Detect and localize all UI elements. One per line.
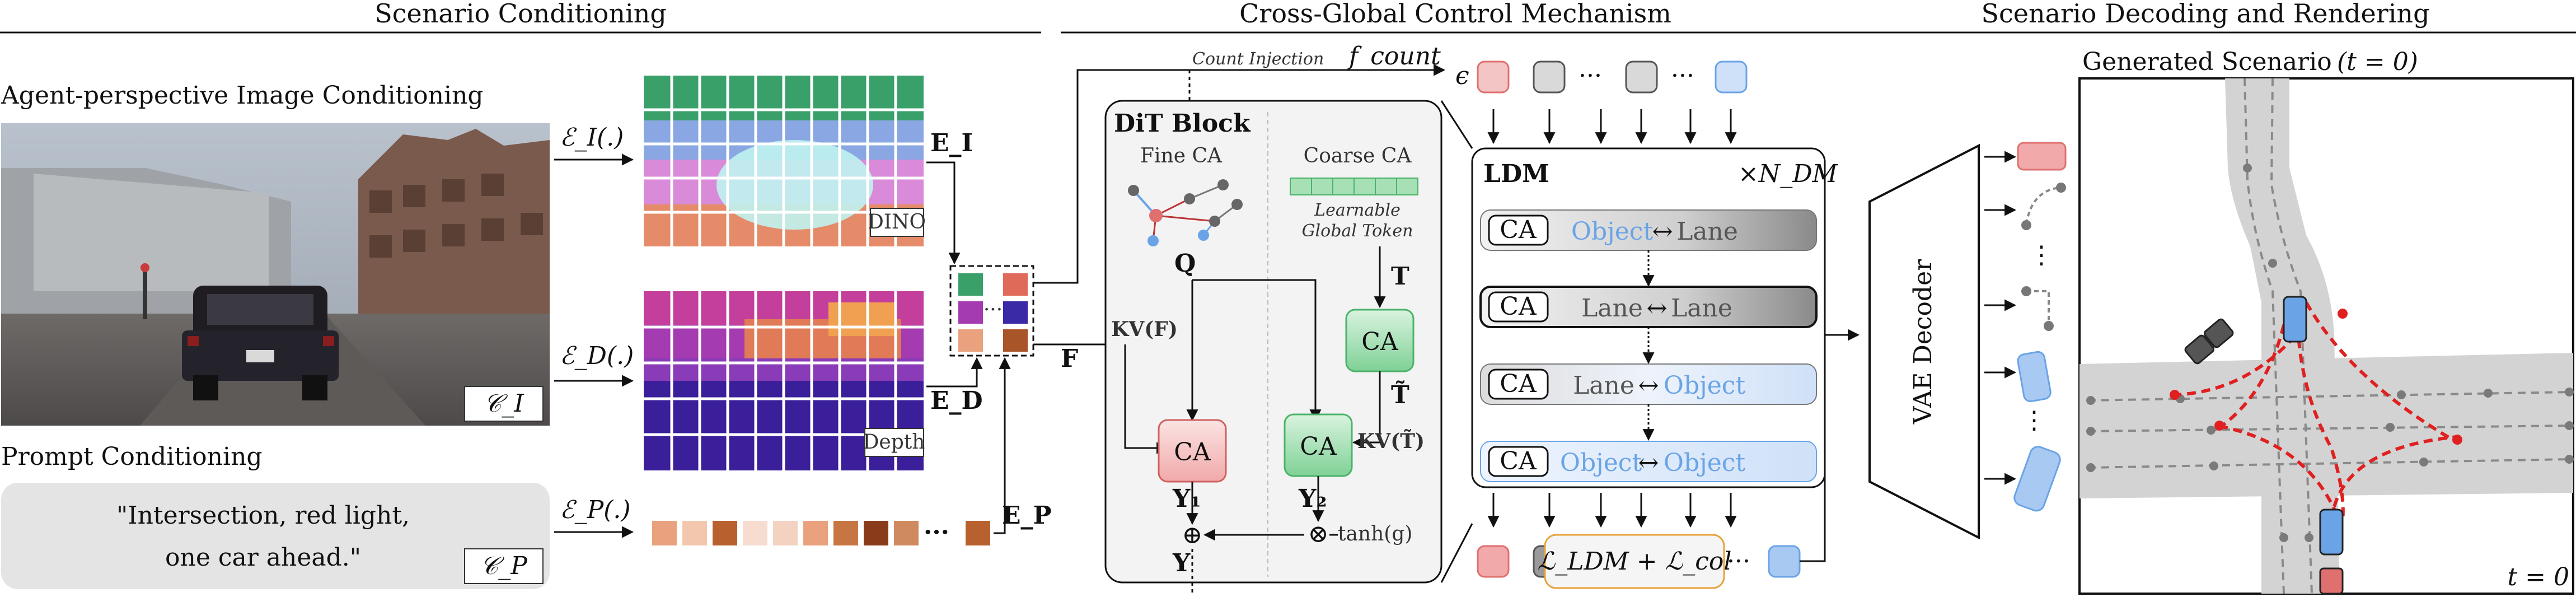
vae-label: VAE Decoder <box>1909 259 1937 425</box>
learnable-label-2: Global Token <box>1302 221 1413 241</box>
prompt-token-dots: ··· <box>924 518 949 547</box>
ldm-row-1-right: Lane <box>1676 217 1738 246</box>
ldm-row-1-ca: CA <box>1500 216 1537 244</box>
image-symbol: 𝒞_I <box>484 389 524 418</box>
loss-label: ℒ_LDM + ℒ_col <box>1538 547 1732 576</box>
encoder-image-label: ℰ_I(.) <box>560 123 624 152</box>
dino-feature-grid: DINO <box>644 76 926 246</box>
prompt-conditioning-title: Prompt Conditioning <box>1 442 263 471</box>
ldm-row-1: CA Object ↔ Lane <box>1480 209 1817 251</box>
otimes-symbol: ⊗ <box>1308 520 1329 548</box>
vae-decoder: VAE Decoder <box>1868 143 1980 540</box>
ldm-block: LDM ×N_DM CA Object ↔ Lane CA Lane ↔ Lan… <box>1471 147 1838 488</box>
ldm-row-2-right: Lane <box>1671 294 1732 323</box>
section-title-left: Scenario Conditioning <box>374 0 667 29</box>
noise-dots-1: ··· <box>1579 62 1602 90</box>
oplus-symbol: ⊕ <box>1182 521 1203 549</box>
kv-t-label: KV(T̃) <box>1357 430 1425 453</box>
ldm-row-4-arrow: ↔ <box>1638 449 1659 477</box>
count-injection-label: Count Injection <box>1192 49 1324 69</box>
ldm-row-2-arrow: ↔ <box>1647 294 1668 323</box>
decoded-dots-1: ⋮ <box>2029 241 2054 269</box>
encoder-prompt-label: ℰ_P(.) <box>560 496 631 524</box>
prompt-text-line-1: "Intersection, red light, <box>116 501 410 530</box>
ldm-row-3-left: Lane <box>1573 371 1634 400</box>
kv-f-label: KV(F) <box>1111 318 1178 341</box>
ldm-row-2-ca: CA <box>1500 292 1537 321</box>
bev-scene: t = 0 <box>2078 77 2574 595</box>
fused-label: F <box>1061 344 1078 373</box>
coarse-ca-text: CA <box>1361 328 1399 356</box>
fine-ca-graph <box>1128 179 1243 246</box>
dit-block: DiT Block Fine CA Coarse CA <box>1104 100 1442 594</box>
t-tilde-label: T̃ <box>1391 380 1409 409</box>
y2-label: Y₂ <box>1298 484 1327 513</box>
ldm-row-2: CA Lane ↔ Lane <box>1479 286 1818 328</box>
generated-scenario-title: Generated Scenario <box>2082 48 2332 76</box>
prompt-token-strip: ··· <box>652 518 990 547</box>
epsilon-label: ϵ <box>1455 62 1469 90</box>
decoded-dots-2: ⋮ <box>2022 406 2046 435</box>
ldm-row-4-ca: CA <box>1500 447 1537 475</box>
camera-image: 𝒞_I <box>1 123 550 426</box>
learnable-global-token: Learnable Global Token <box>1290 178 1418 241</box>
section-title-right: Scenario Decoding and Rendering <box>1981 0 2429 29</box>
fine-ca-title: Fine CA <box>1140 144 1223 167</box>
generated-scenario-time: (t = 0) <box>2337 48 2418 76</box>
fused-token-box: ··· <box>949 265 1034 357</box>
prompt-text-line-2: one car ahead." <box>165 543 361 572</box>
noise-dots-2: ··· <box>1671 62 1694 90</box>
embedding-depth: E_D <box>930 386 983 415</box>
ldm-repeat: ×N_DM <box>1738 160 1838 188</box>
prompt-symbol: 𝒞_P <box>480 552 528 580</box>
ldm-row-1-left: Object <box>1571 217 1654 246</box>
ldm-row-4-right: Object <box>1664 449 1746 477</box>
truck-ahead <box>182 286 339 400</box>
dino-tag: DINO <box>868 211 926 234</box>
fused-dots: ··· <box>983 298 1003 321</box>
y-label: Y <box>1172 549 1191 577</box>
q-label: Q <box>1174 249 1196 278</box>
y1-label: Y₁ <box>1172 484 1201 513</box>
section-headers: Scenario Conditioning Cross-Global Contr… <box>0 0 2576 34</box>
f-count-label: f_count <box>1347 42 1441 71</box>
ldm-row-3-arrow: ↔ <box>1638 371 1659 400</box>
ldm-row-3: CA Lane ↔ Object <box>1480 363 1817 405</box>
decoded-elements: ⋮ ⋮ <box>1984 142 2067 512</box>
t-label: T <box>1391 262 1409 291</box>
dit-block-title: DiT Block <box>1114 109 1251 138</box>
embedding-prompt: E_P <box>1002 501 1052 530</box>
prompt-box: "Intersection, red light, one car ahead.… <box>1 483 550 589</box>
embedding-image: E_I <box>930 129 973 157</box>
ldm-row-2-left: Lane <box>1581 294 1643 323</box>
ldm-output: ℒ_LDM + ℒ_col ··· <box>1477 329 1860 589</box>
loss-dots: ··· <box>1727 547 1750 576</box>
tanh-label: tanh(g) <box>1338 523 1412 545</box>
image-conditioning-title: Agent-perspective Image Conditioning <box>1 81 484 110</box>
noise-tokens: ϵ ··· ··· <box>1455 60 1748 144</box>
depth-tag: Depth <box>863 431 925 454</box>
learnable-label-1: Learnable <box>1314 200 1401 220</box>
bev-time-corner: t = 0 <box>2507 563 2569 591</box>
section-title-middle: Cross-Global Control Mechanism <box>1239 0 1671 29</box>
loss-box <box>1544 534 1725 589</box>
ldm-title: LDM <box>1483 160 1549 188</box>
fine-ca-text: CA <box>1174 438 1211 467</box>
coarse-ca-text-2: CA <box>1300 432 1337 461</box>
ldm-row-3-ca: CA <box>1500 370 1537 398</box>
ldm-row-4: CA Object ↔ Object <box>1480 441 1817 482</box>
encoder-depth-label: ℰ_D(.) <box>560 342 634 370</box>
coarse-ca-title: Coarse CA <box>1304 144 1412 167</box>
ldm-row-3-right: Object <box>1664 371 1746 400</box>
ldm-row-1-arrow: ↔ <box>1652 217 1673 246</box>
ldm-row-4-left: Object <box>1560 449 1642 477</box>
depth-feature-grid: Depth <box>644 291 925 470</box>
